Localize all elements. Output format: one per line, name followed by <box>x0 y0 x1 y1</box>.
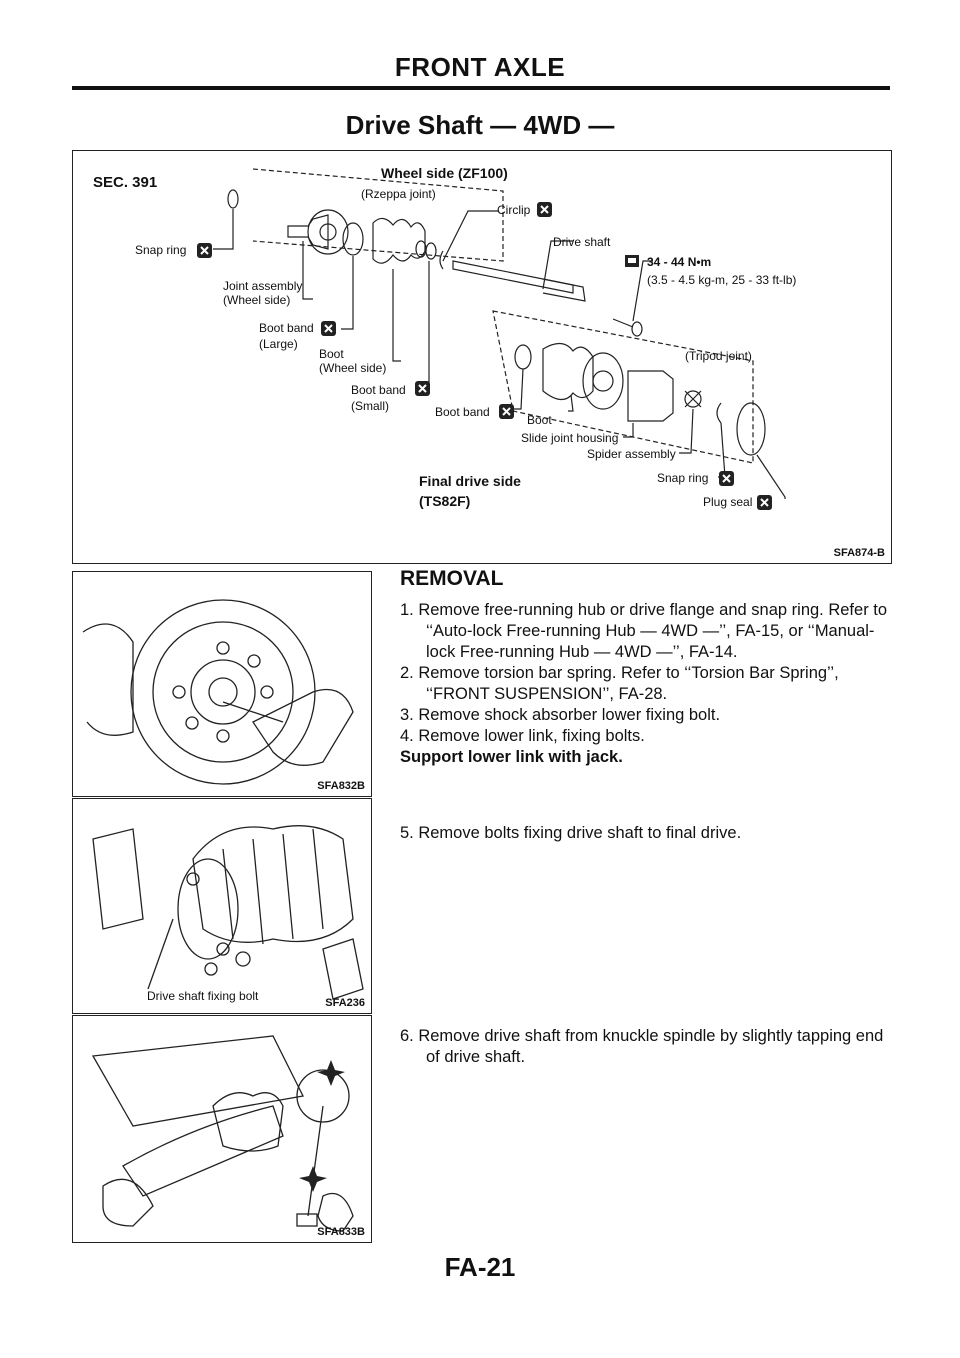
figure-fixing-bolt: Drive shaft fixing bolt SFA236 <box>72 798 372 1014</box>
figure-code: SFA832B <box>317 780 365 792</box>
boot-band-small-sub: (Small) <box>351 399 389 413</box>
torque-spec-line2: (3.5 - 4.5 kg-m, 25 - 33 ft-lb) <box>647 273 797 287</box>
special-service-icon <box>719 471 734 486</box>
joint-assembly-label: Joint assembly (Wheel side) <box>223 279 303 307</box>
boot-final-label: Boot <box>527 413 552 427</box>
snap-ring-final-label: Snap ring <box>657 471 709 485</box>
sec-label: SEC. 391 <box>93 174 158 191</box>
drive-shaft-label: Drive shaft <box>553 235 611 249</box>
page-title: Drive Shaft — 4WD — <box>345 110 615 140</box>
removal-step-6: 6. Remove drive shaft from knuckle spind… <box>400 1026 900 1068</box>
step-1: 1. Remove free-running hub or drive flan… <box>400 601 888 661</box>
special-service-icon <box>757 495 772 510</box>
tapping-shaft-drawing <box>91 1035 354 1232</box>
special-service-icon <box>537 202 552 217</box>
special-service-icon <box>415 381 430 396</box>
hub-removal-drawing <box>82 599 354 785</box>
fixing-bolt-label: Drive shaft fixing bolt <box>147 989 259 1003</box>
rzeppa-label: (Rzeppa joint) <box>361 187 436 201</box>
fixing-bolt-drawing <box>92 825 364 1000</box>
torque-spec-line1: 34 - 44 N•m <box>647 255 712 269</box>
removal-steps: 1. Remove free-running hub or drive flan… <box>400 600 900 768</box>
boot-band-large-sub: (Large) <box>259 337 298 351</box>
spider-assembly-label: Spider assembly <box>587 447 676 461</box>
drive-shaft-exploded-drawing <box>213 168 786 499</box>
figure-hub-removal: SFA832B <box>72 571 372 797</box>
slide-joint-housing-label: Slide joint housing <box>521 431 619 445</box>
header-rule <box>72 86 890 90</box>
circlip-label: Circlip <box>497 203 531 217</box>
boot-band-large-label: Boot band <box>259 321 314 335</box>
figure-code: SFA874-B <box>833 547 885 559</box>
figure-tapping-shaft: SFA833B <box>72 1015 372 1243</box>
snap-ring-wheel-label: Snap ring <box>135 243 187 257</box>
special-service-icon <box>321 321 336 336</box>
boot-band-final-label: Boot band <box>435 405 490 419</box>
special-service-icon <box>499 404 514 419</box>
wheel-side-label: Wheel side (ZF100) <box>381 165 508 181</box>
tripod-joint-label: (Tripod joint) <box>685 349 752 363</box>
removal-step-5: 5. Remove bolts fixing drive shaft to fi… <box>400 823 900 844</box>
final-drive-side-label: Final drive side (TS82F) <box>419 473 521 509</box>
figure-code: SFA833B <box>317 1226 365 1238</box>
step-4: 4. Remove lower link, fixing bolts. <box>400 727 645 745</box>
exploded-diagram: SEC. 391 Wheel side (ZF100) (Rzeppa join… <box>72 150 892 564</box>
plug-seal-label: Plug seal <box>703 495 753 509</box>
step-5: 5. Remove bolts fixing drive shaft to fi… <box>400 824 742 842</box>
boot-band-small-label: Boot band <box>351 383 406 397</box>
step-3: 3. Remove shock absorber lower fixing bo… <box>400 706 721 724</box>
page-number: FA-21 <box>444 1252 516 1282</box>
section-header: FRONT AXLE <box>394 52 566 82</box>
removal-heading: REMOVAL <box>400 567 504 590</box>
figure-code: SFA236 <box>325 997 365 1009</box>
step-2: 2. Remove torsion bar spring. Refer to ‘… <box>400 664 839 703</box>
special-service-icon <box>197 243 212 258</box>
step-6: 6. Remove drive shaft from knuckle spind… <box>400 1027 884 1066</box>
support-note: Support lower link with jack. <box>400 748 623 766</box>
boot-wheel-side-label: Boot (Wheel side) <box>319 347 387 375</box>
